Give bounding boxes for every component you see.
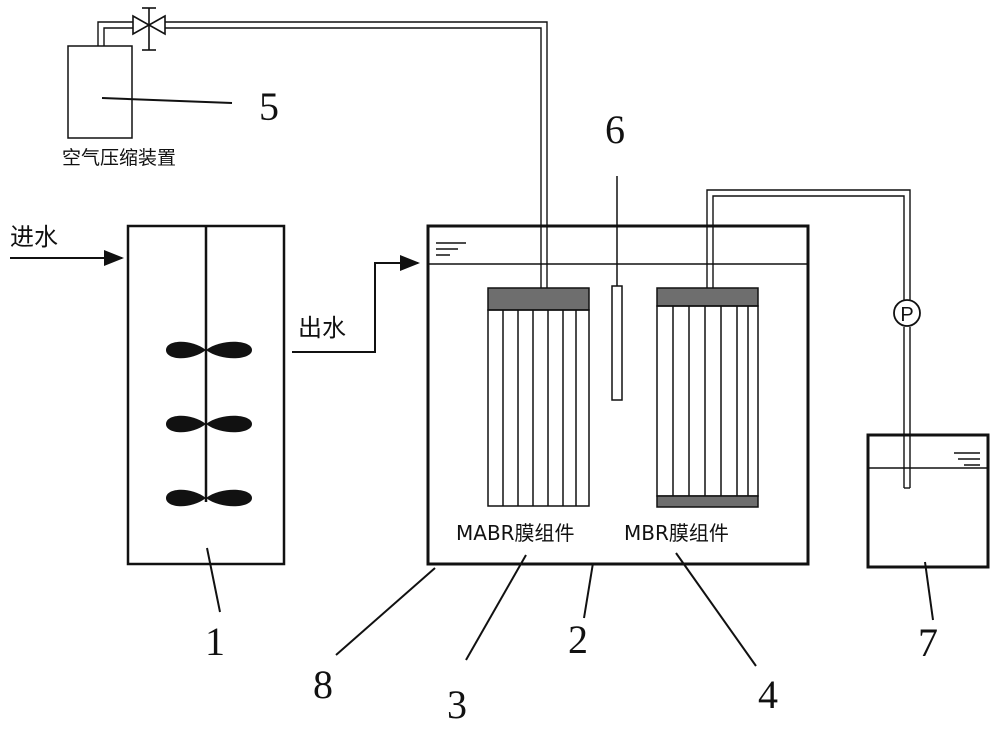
callout-numbers: 5 6 1 2 8 3 4 7 [205, 84, 938, 727]
reactor-tank: MABR膜组件 MBR膜组件 [335, 176, 810, 667]
mbr-label: MBR膜组件 [624, 521, 729, 545]
water-level-icon [954, 452, 980, 466]
callout-line-8 [335, 567, 436, 656]
compressor-body [67, 45, 133, 139]
callout-5: 5 [259, 84, 279, 129]
effluent-tank [866, 433, 990, 621]
callout-line-7 [924, 561, 934, 621]
inlet-label: 进水 [10, 223, 58, 251]
callout-2: 2 [568, 617, 588, 662]
mabr-module: MABR膜组件 [456, 287, 590, 545]
callout-line-5 [101, 97, 233, 104]
valve-icon [132, 7, 166, 51]
effluent-tank-body [866, 433, 990, 569]
callout-1: 1 [205, 619, 225, 664]
mbr-frame [656, 305, 759, 497]
air-compressor: 空气压缩装置 [62, 45, 233, 169]
callout-7: 7 [918, 620, 938, 665]
reactor-body [426, 224, 810, 566]
callout-4: 4 [758, 672, 778, 717]
callout-line-3 [465, 554, 527, 661]
sensor-probe [611, 176, 623, 401]
mabr-fibers [502, 310, 577, 506]
air-pipe [97, 21, 548, 288]
outlet-pipe: 出水 [292, 255, 420, 353]
mabr-header [487, 287, 590, 311]
mabr-frame [487, 309, 590, 507]
outlet-arrow-icon [292, 255, 420, 353]
mbr-footer [656, 495, 759, 508]
permeate-pipe [706, 189, 911, 489]
compressor-label: 空气压缩装置 [62, 147, 176, 169]
callout-3: 3 [447, 682, 467, 727]
mixing-tank: 进水 [10, 223, 286, 613]
callout-line-2 [583, 562, 594, 619]
mbr-fibers [672, 306, 749, 496]
pump-symbol: P [900, 304, 913, 326]
mbr-header [656, 287, 759, 307]
outlet-label: 出水 [298, 314, 346, 342]
impeller-icon [166, 341, 252, 507]
water-level-icon [436, 242, 466, 256]
pump-icon: P [893, 299, 921, 327]
mabr-label: MABR膜组件 [456, 521, 575, 545]
callout-6: 6 [605, 107, 625, 152]
callout-line-1 [206, 547, 221, 613]
callout-line-4 [675, 552, 757, 667]
mbr-module: MBR膜组件 [624, 287, 759, 545]
callout-8: 8 [313, 662, 333, 707]
